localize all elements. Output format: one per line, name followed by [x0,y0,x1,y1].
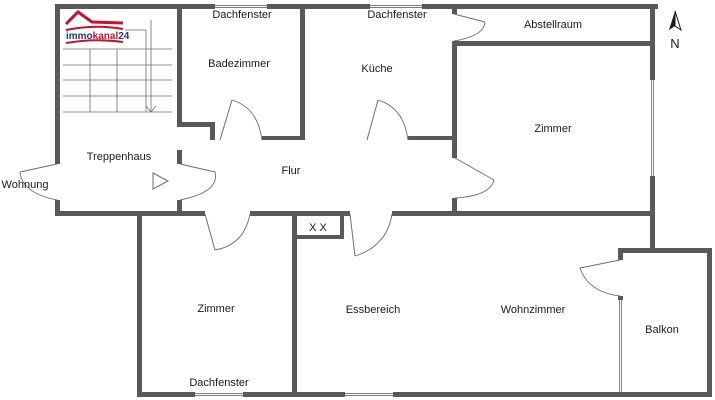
label-dachfenster-zimmer: Dachfenster [189,377,249,389]
room-labels: Dachfenster Dachfenster Abstellraum Bade… [2,9,679,389]
label-flur: Flur [282,165,301,177]
north-arrow-icon: N [669,10,682,51]
stair-direction-arrow-icon [152,172,170,190]
logo-text-accent: kanal [93,31,119,42]
windows [195,3,656,398]
doors [19,13,621,297]
label-abstellraum: Abstellraum [524,19,582,31]
label-kueche: Küche [361,63,392,75]
logo-roof-icon [64,10,124,26]
logo-text-main: immo [66,31,93,42]
label-essbereich: Essbereich [346,304,400,316]
logo-text-number: 24 [118,31,130,42]
label-balkon: Balkon [645,324,679,336]
label-treppenhaus: Treppenhaus [87,151,152,163]
label-dachfenster-kueche: Dachfenster [367,9,427,21]
label-schacht: X X [309,222,327,234]
logo: immokanal24 [64,10,130,44]
label-zimmer-west: Zimmer [197,303,235,315]
label-dachfenster-bad: Dachfenster [212,9,272,21]
label-wohnung: Wohnung [2,179,49,191]
label-badezimmer: Badezimmer [208,58,270,70]
label-wohnzimmer: Wohnzimmer [501,304,566,316]
compass-north-label: N [670,36,679,51]
label-zimmer-ost: Zimmer [534,123,572,135]
svg-text:immokanal24: immokanal24 [66,31,130,42]
staircase [63,20,172,190]
